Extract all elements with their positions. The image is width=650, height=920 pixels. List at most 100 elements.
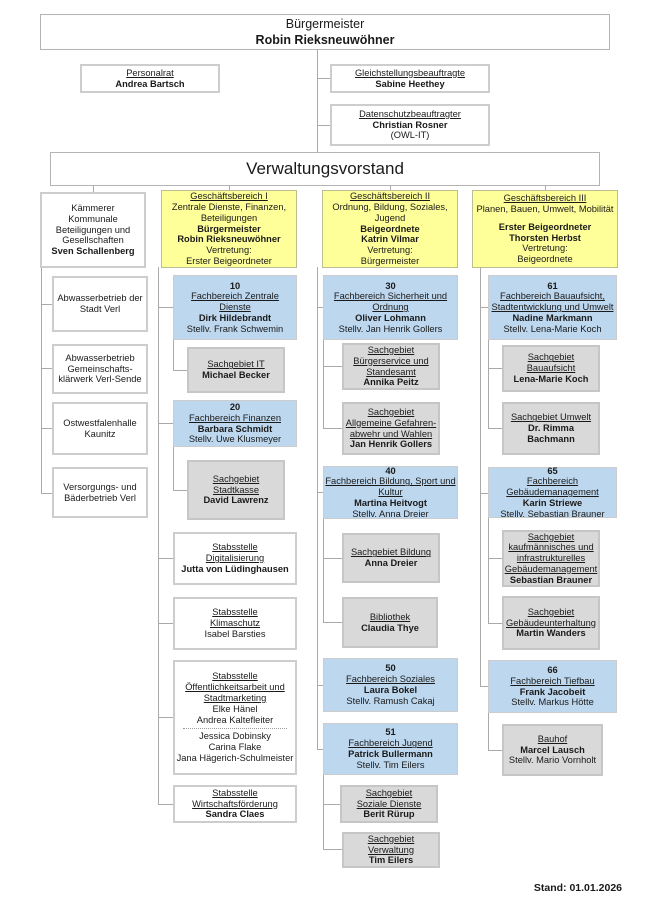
stand-date-label: Stand: 01.01.2026 [533,882,622,894]
text-line: Martina Heitvogt [354,497,427,508]
connector-line [323,340,324,428]
connector-line [323,558,342,559]
text-line: Bürgermeister [360,255,420,266]
text-line: (OWL-IT) [390,130,430,141]
text-line: Klimaschutz [209,618,261,629]
text-line: Sachgebiet Bildung [350,547,432,558]
connector-line [158,423,173,424]
text-line: Berit Rürup [363,809,415,820]
text-line: Bibliothek [369,611,411,622]
connector-line [41,304,52,305]
connector-line [158,717,173,718]
text-line: Geschäftsbereich III [503,193,587,203]
text-line: Marcel Lausch [520,744,585,755]
text-line: Stabsstelle [212,787,258,798]
connector-line [323,775,324,849]
text-line: Stadt Verl [79,304,121,314]
text-line: abwehr und Wahlen [349,428,433,439]
text-line: Stellv. Markus Hötte [511,697,594,708]
text-line: Anna Dreier [364,558,418,568]
text-line: Elke Hänel [212,703,258,714]
text-line: Sebastian Brauner [509,574,593,585]
connector-line [488,428,502,429]
text-line: Geschäftsbereich I [190,191,268,202]
connector-line [93,186,94,192]
text-line: Lena-Marie Koch [513,373,589,384]
text-line: Versorgungs- und [63,481,137,492]
connector-line [488,558,502,559]
text-line: Fachbereich Finanzen [189,412,281,423]
connector-line [317,50,318,152]
text-line: 50 [385,663,396,674]
text-line: Laura Bokel [363,685,418,695]
text-line: Jessica Dobinsky [199,731,271,742]
text-line: Bauhof [537,733,568,744]
connector-line [488,368,502,369]
text-line: Sandra Claes [205,809,265,820]
connector-line [323,366,342,367]
text-line: Dienste [219,302,251,313]
connector-line [488,623,502,624]
text-line: Sachgebiet IT [207,359,265,370]
text-line: Stellv. Lena-Marie Koch [503,323,602,334]
text-line: Stellv. Sebastian Brauner [500,508,605,519]
text-line: Datenschutzbeauftragter [359,108,461,119]
connector-line [545,186,546,190]
text-line: Kultur [378,487,403,498]
text-line: Verwaltungsvorstand [246,159,404,179]
connector-line [480,493,488,494]
text-line: Fachbereich Bauaufsicht, [500,291,605,302]
text-line: Geschäftsbereich II [349,191,431,202]
text-line: Isabel Barsties [204,628,266,639]
text-line: Robin Rieksneuwöhner [255,33,395,47]
text-line: Martin Wanders [516,628,586,639]
text-line: Sachgebiet [367,406,415,417]
text-line: Vertretung: [522,243,568,254]
text-line: Planen, Bauen, Umwelt, Mobilität [476,203,614,214]
connector-line [488,750,502,751]
text-line: Soziale Dienste [356,798,422,809]
text-line: Karin Striewe [522,497,583,508]
text-line: Christian Rosner [372,119,448,130]
text-line: Fachbereich Jugend [348,738,433,749]
text-line: Abwasserbetrieb der [57,293,143,304]
text-line: 65 [547,465,558,476]
text-line: Vertretung: [206,245,252,256]
text-line: Digitalisierung [205,553,265,564]
text-line: Frank Jacobeit [519,686,586,697]
text-line: Allgemeine Gefahren- [345,417,437,428]
text-line: Stellv. Mario Vornholt [508,755,597,766]
box-verwaltungsvorstand: Verwaltungsvorstand [50,152,600,186]
connector-line [317,307,323,308]
text-line: 30 [385,280,396,291]
text-line: Erster Beigeordneter [186,255,272,266]
text-line: Sachgebiet Umwelt [510,412,592,423]
connector-line [390,186,391,190]
text-line: Dirk Hildebrandt [198,312,272,323]
text-line: Kaunitz [84,428,116,439]
text-line: Bäderbetrieb Verl [64,492,136,503]
text-line: Fachbereich [526,476,579,487]
text-line: Katrin Vilmar [361,234,419,245]
connector-line [158,623,173,624]
connector-line [323,804,340,805]
